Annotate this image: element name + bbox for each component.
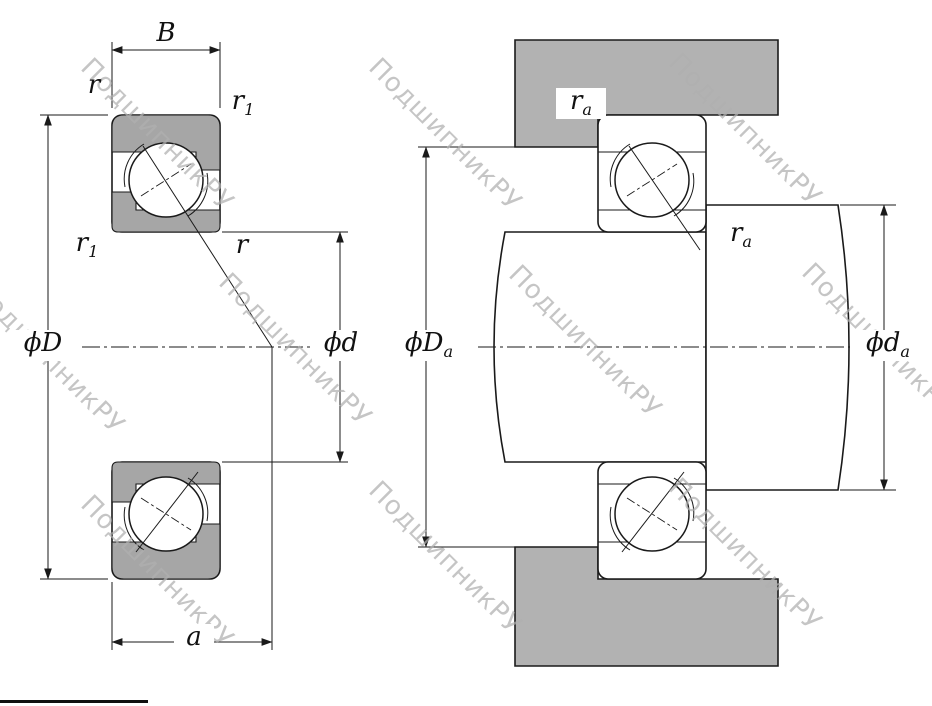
dim-label-r-top-left: r (87, 70, 101, 100)
ball-axis-line (626, 497, 678, 531)
contact-angle-line (628, 145, 701, 251)
cage-arc (609, 143, 631, 188)
bearing-front-view (40, 42, 348, 650)
contact-angle-line (621, 471, 685, 553)
bearing-mounted-view (418, 39, 912, 667)
cage-arc (673, 172, 695, 217)
ball-axis-line (140, 163, 192, 197)
dim-label-ra-housing: ra (556, 87, 606, 120)
dim-label-r-mid-right: r (235, 230, 249, 260)
cage-arc (673, 477, 695, 522)
shaft-shoulder (705, 204, 850, 491)
table-border-fragment (0, 700, 148, 703)
dim-label-B: B (156, 18, 176, 48)
dim-label-bore-diameter: ϕd (312, 329, 370, 362)
dim-label-r1-top-right: r1 (231, 86, 255, 120)
cage-arc (123, 143, 145, 188)
dim-label-housing-shoulder-diameter: ϕDa (390, 329, 468, 362)
dim-label-contact-offset: a (174, 623, 214, 656)
contact-angle-line (142, 145, 273, 348)
cage-arc (187, 172, 209, 217)
dim-label-shaft-shoulder-diameter: ϕda (850, 329, 926, 362)
dim-label-r1-mid-left: r1 (75, 228, 99, 262)
dim-label-ra-shaft: ra (716, 219, 766, 252)
dim-label-outer-diameter: ϕD (12, 329, 74, 362)
ball-axis-line (140, 497, 192, 531)
ball-top (128, 142, 204, 218)
cage-arc (187, 477, 209, 522)
ball-axis-line (626, 163, 678, 197)
contact-angle-line (135, 471, 199, 553)
